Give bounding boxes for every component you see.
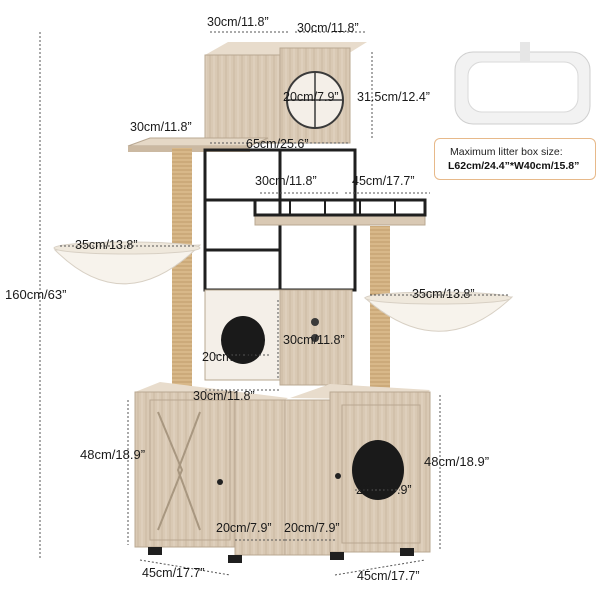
dim-cube-hole: 20cm/7.9” — [202, 350, 258, 364]
dim-bottom-right: 45cm/17.7” — [357, 569, 420, 583]
dim-right-hammock: 35cm/13.8” — [412, 287, 475, 301]
cube-hole — [221, 316, 265, 364]
left-cabinet — [134, 382, 288, 563]
dim-mid-platform-width: 30cm/11.8” — [255, 174, 317, 188]
dim-left-cabinet-height: 48cm/18.9” — [80, 447, 146, 462]
left-hammock — [53, 241, 202, 285]
dim-top-width: 30cm/11.8” — [207, 15, 269, 29]
right-cabinet — [284, 384, 431, 560]
dim-left-platform: 30cm/11.8” — [130, 120, 192, 134]
cabinet-hole — [352, 440, 404, 500]
dim-bottom-left: 45cm/17.7” — [142, 566, 205, 580]
litter-box-info-box — [434, 138, 596, 180]
dim-top-height: 31.5cm/12.4” — [357, 90, 430, 104]
dim-inner-left: 20cm/7.9” — [216, 521, 272, 535]
litter-box-image — [454, 42, 591, 125]
dim-right-cabinet-height: 48cm/18.9” — [424, 454, 490, 469]
dim-cube-height: 30cm/11.8” — [283, 333, 345, 347]
litter-box-title: Maximum litter box size: — [450, 146, 563, 158]
sisal-post-left — [172, 148, 192, 393]
top-cube — [204, 42, 367, 144]
litter-box-size: L62cm/24.4”*W40cm/15.8” — [448, 160, 580, 172]
dim-left-hammock: 35cm/13.8” — [75, 238, 138, 252]
dim-cabinet-hole: 20cm/7.9” — [356, 483, 412, 497]
dim-inner-right: 20cm/7.9” — [284, 521, 340, 535]
dim-upper-width: 65cm/25.6” — [246, 137, 309, 151]
middle-platform — [253, 198, 427, 226]
dimension-lines — [39, 31, 510, 576]
middle-cube — [204, 289, 353, 386]
dim-total-height: 160cm/63” — [5, 287, 67, 302]
dim-top-hole: 20cm/7.9” — [283, 90, 339, 104]
dim-cube-width: 30cm/11.8” — [193, 389, 255, 403]
dim-top-depth: 30cm/11.8” — [297, 21, 359, 35]
dim-mid-platform-depth: 45cm/17.7” — [352, 174, 415, 188]
